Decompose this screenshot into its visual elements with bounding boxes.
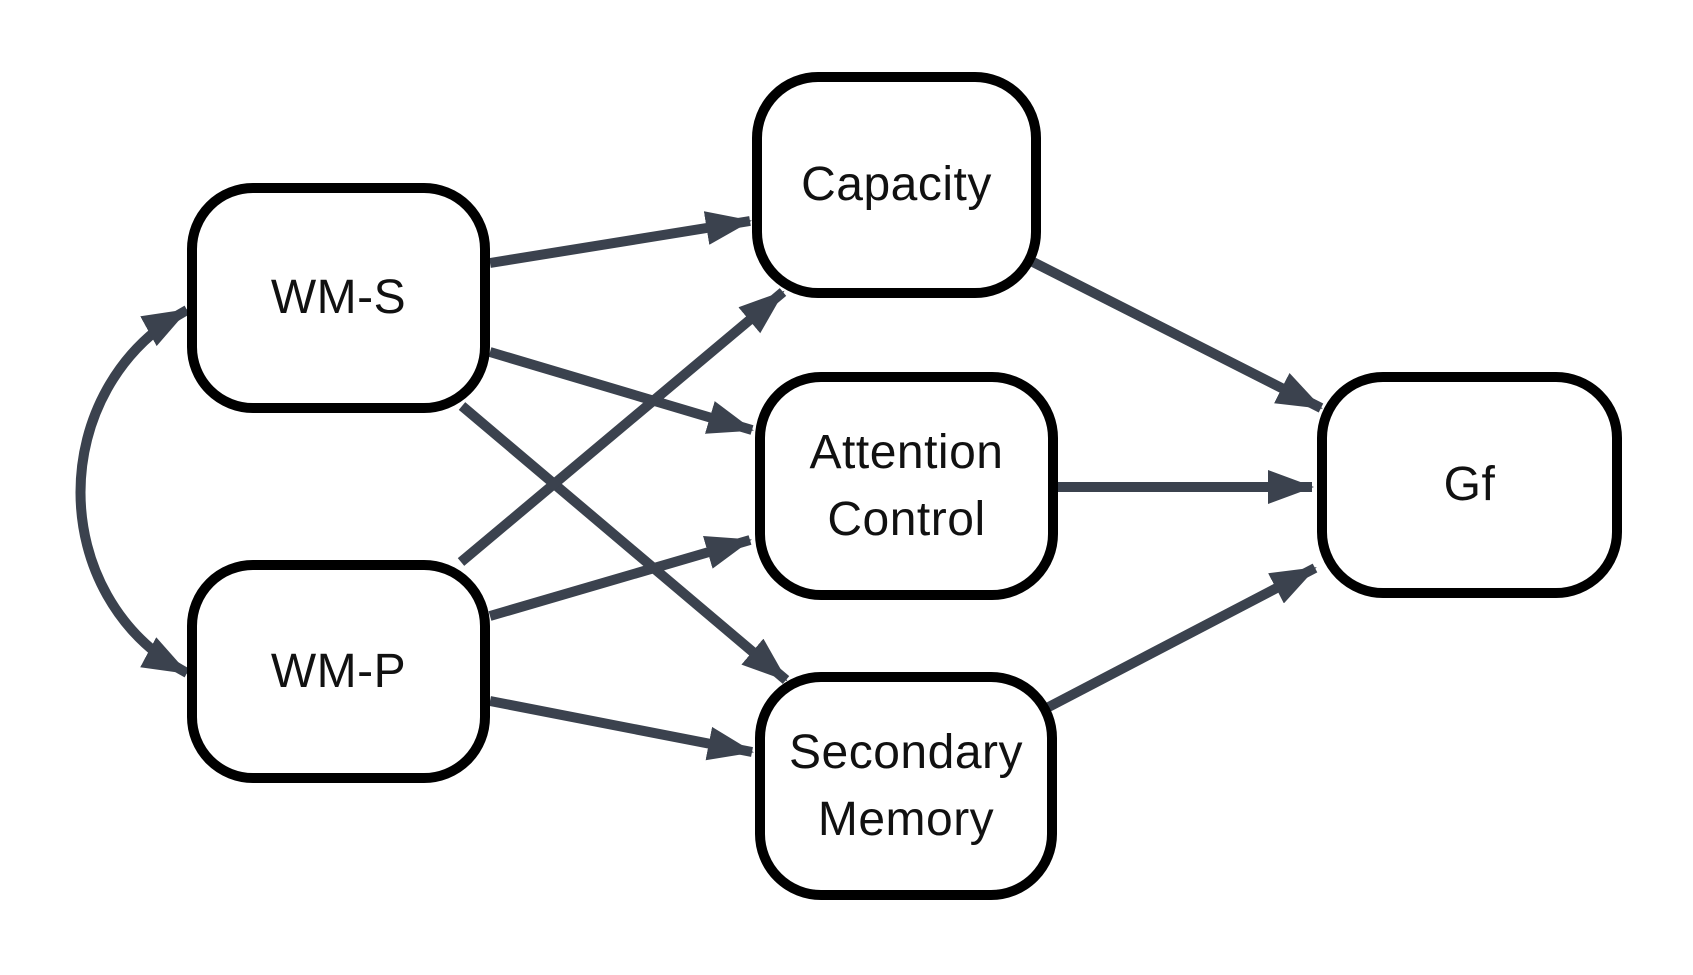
- node-wm-s: WM-S: [187, 183, 490, 413]
- edge-wms-wmp-correlation: [75, 305, 190, 678]
- node-capacity-label: Capacity: [801, 158, 992, 212]
- node-gf: Gf: [1317, 372, 1622, 598]
- edge-wmp-secondary-memory: [489, 696, 754, 761]
- edge-wmp-attention-control: [488, 535, 752, 621]
- edge-wms-capacity: [489, 211, 752, 268]
- node-wm-p: WM-P: [187, 560, 490, 783]
- node-wm-s-label: WM-S: [270, 271, 407, 325]
- node-capacity: Capacity: [752, 72, 1041, 298]
- edge-wmp-capacity: [457, 288, 787, 566]
- node-secondary-memory: Secondary Memory: [755, 672, 1057, 900]
- edge-wms-attention-control: [488, 347, 754, 435]
- edge-secondary-memory-gf: [1038, 563, 1318, 716]
- edge-wms-secondary-memory: [458, 402, 790, 684]
- node-attention-control-label: Attention Control: [809, 425, 1004, 546]
- node-wm-p-label: WM-P: [270, 644, 407, 698]
- edge-capacity-gf: [1028, 256, 1324, 413]
- node-secondary-memory-label: Secondary Memory: [789, 725, 1023, 846]
- node-gf-label: Gf: [1443, 458, 1496, 512]
- node-attention-control: Attention Control: [755, 372, 1058, 600]
